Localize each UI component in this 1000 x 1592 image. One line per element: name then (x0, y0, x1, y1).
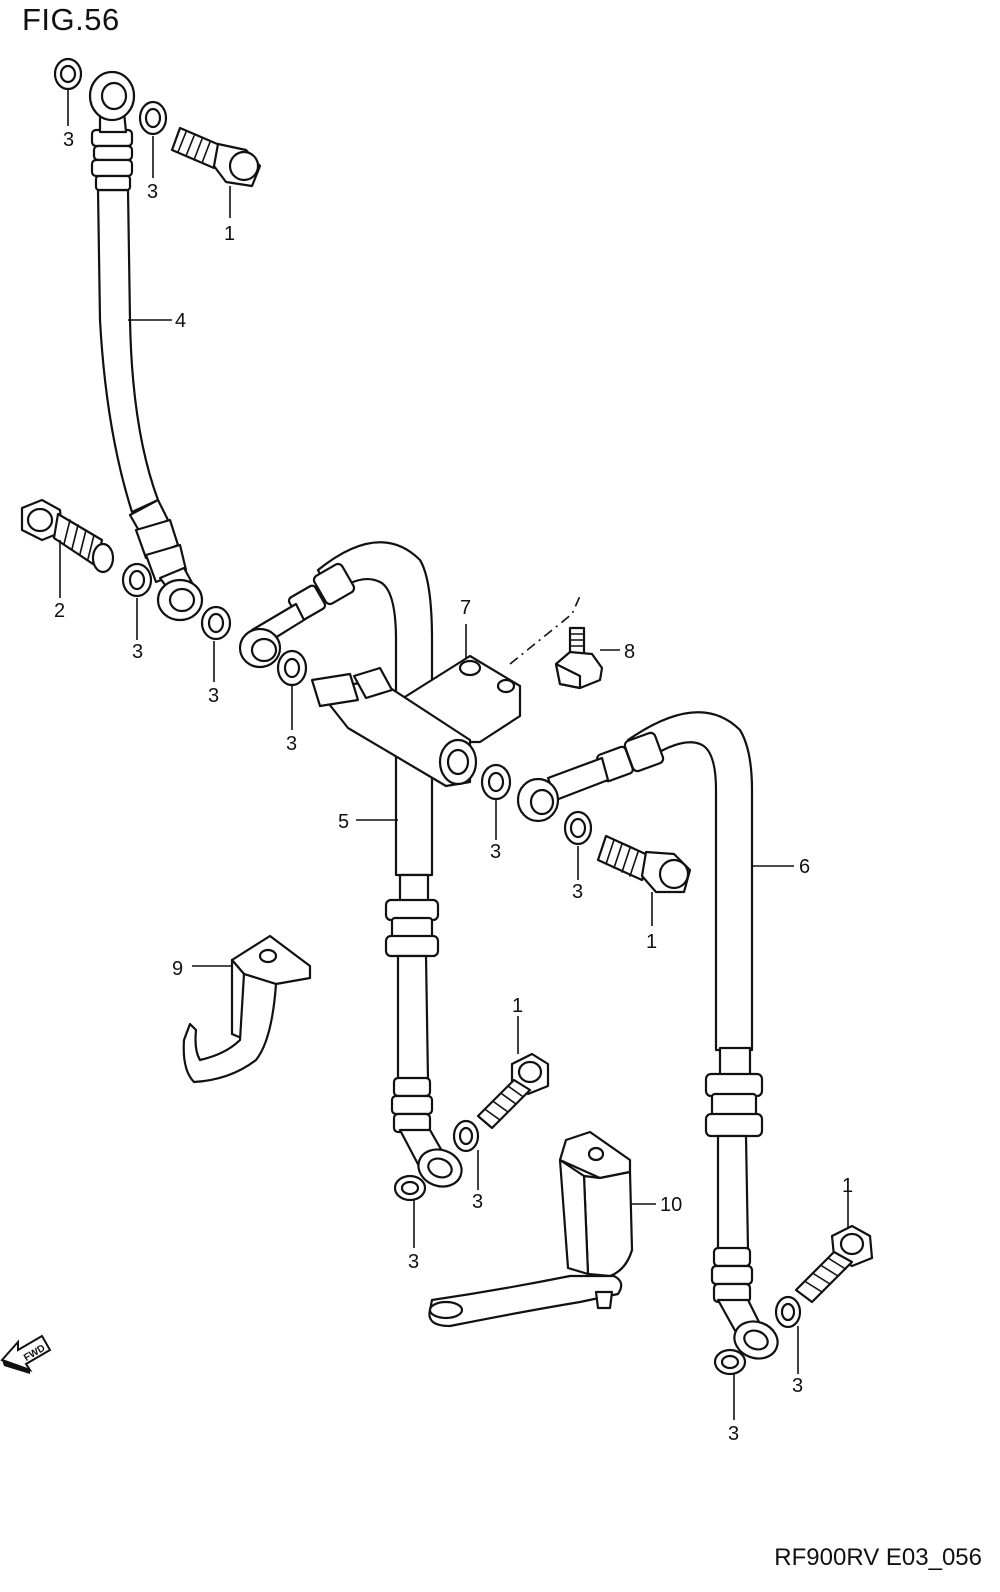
banjo-bolt-2 (20, 498, 115, 574)
washer-mid-left-2 (200, 605, 232, 641)
washer-hose6 (563, 810, 593, 846)
banjo-bolt-top (170, 126, 262, 188)
callout-labels: 3 3 1 4 2 3 3 7 8 3 5 3 6 3 1 9 1 3 10 1… (54, 129, 853, 1445)
banjo-bolt-lower-right (794, 1224, 874, 1304)
callout-3: 3 (728, 1423, 739, 1445)
drawing-code: RF900RV E03_056 (774, 1544, 982, 1571)
hose-clamp-9 (182, 934, 312, 1084)
callout-2: 2 (54, 600, 65, 622)
figure-title: FIG.56 (22, 2, 120, 37)
callout-3: 3 (490, 841, 501, 863)
callout-1: 1 (512, 995, 523, 1017)
brake-hose-5 (238, 541, 463, 1188)
callout-10: 10 (660, 1194, 682, 1216)
callout-3: 3 (408, 1251, 419, 1273)
callout-3: 3 (63, 129, 74, 151)
callout-8: 8 (624, 641, 635, 663)
callout-3: 3 (792, 1375, 803, 1397)
washer-top-mid (138, 100, 168, 136)
callout-3: 3 (472, 1191, 483, 1213)
leader-lines (59, 90, 849, 1420)
callout-1: 1 (842, 1175, 853, 1197)
washer-top-left (53, 57, 83, 91)
brake-hose-4 (88, 70, 204, 622)
fwd-arrow-icon: FWD (0, 1334, 52, 1374)
callout-6: 6 (799, 856, 810, 878)
brake-hose-joint-7 (310, 654, 522, 788)
washer-joint-right (480, 763, 512, 801)
callout-1: 1 (646, 931, 657, 953)
callout-9: 9 (172, 958, 183, 980)
callout-3: 3 (286, 733, 297, 755)
callout-3: 3 (208, 685, 219, 707)
callout-3: 3 (147, 181, 158, 203)
washer-mid-left (121, 562, 153, 598)
callout-1: 1 (224, 223, 235, 245)
washer-lower-center-1 (452, 1119, 480, 1153)
banjo-bolt-mid-right (596, 834, 692, 894)
hose-clamp-10 (428, 1130, 634, 1328)
callout-3: 3 (572, 881, 583, 903)
callout-3: 3 (132, 641, 143, 663)
callout-7: 7 (460, 597, 471, 619)
banjo-bolt-lower-center (476, 1052, 550, 1130)
washer-joint-left (276, 649, 308, 687)
washer-lower-right-2 (713, 1348, 747, 1376)
washer-lower-center-2 (393, 1174, 427, 1202)
callout-5: 5 (338, 811, 349, 833)
callout-4: 4 (175, 310, 186, 332)
washer-lower-right-1 (774, 1295, 802, 1329)
brake-hose-6 (516, 711, 779, 1360)
bolt-8 (509, 595, 604, 690)
